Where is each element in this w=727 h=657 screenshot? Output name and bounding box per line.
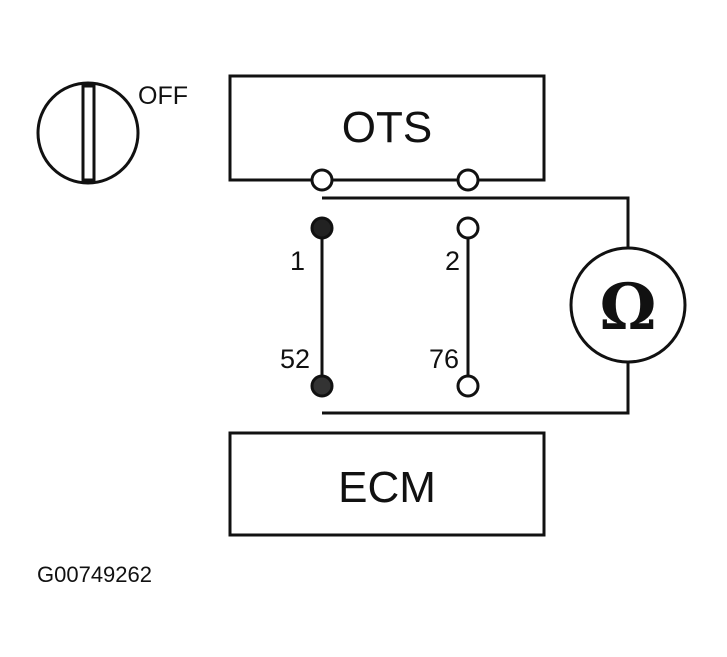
ecm-component: ECM (228, 431, 546, 537)
ecm-label: ECM (338, 463, 436, 512)
ignition-key-slot (81, 84, 96, 182)
pin-1-label: 1 (290, 246, 305, 276)
ots-label: OTS (342, 103, 432, 152)
ignition-switch: OFF (36, 81, 188, 185)
wiring (320, 196, 630, 415)
lower-wire (322, 363, 630, 415)
pin-1-terminal (310, 216, 334, 240)
pin-76-terminal (456, 374, 480, 398)
ots-box (228, 74, 546, 182)
ots-terminal-left (310, 168, 334, 192)
ohmmeter: Ω (569, 246, 687, 364)
pin-52-label: 52 (280, 344, 310, 374)
ohm-symbol: Ω (600, 270, 657, 345)
ots-terminal-right (456, 168, 480, 192)
pin-2-terminal (456, 216, 480, 240)
ots-component: OTS (228, 74, 546, 182)
pin-76-label: 76 (429, 344, 459, 374)
pin-2-label: 2 (445, 246, 460, 276)
ignition-off-label: OFF (138, 82, 188, 110)
pin-52-terminal (310, 374, 334, 398)
ecm-box (228, 431, 546, 537)
upper-wire (322, 196, 630, 248)
figure-id: G00749262 (37, 562, 152, 587)
ohmmeter-icon (569, 246, 687, 364)
